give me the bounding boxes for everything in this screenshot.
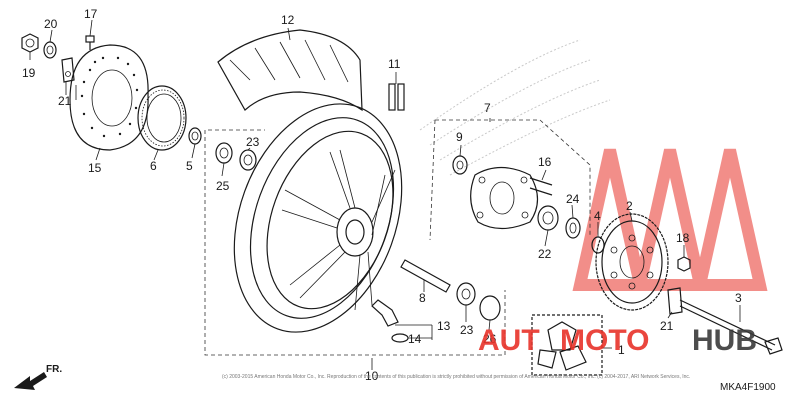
callout-7: 7 (484, 101, 491, 115)
callout-3: 3 (735, 291, 742, 305)
rear-wheel (233, 103, 403, 333)
nut-19 (21, 33, 39, 53)
callout-24: 24 (566, 192, 580, 206)
callout-10: 10 (365, 369, 379, 383)
valve-13 (371, 299, 399, 327)
callout-18: 18 (676, 231, 690, 245)
bearing-25 (215, 142, 233, 164)
hub-assembly-box (435, 119, 591, 235)
callout-8: 8 (419, 291, 426, 305)
tire (217, 29, 363, 112)
seal-9 (452, 155, 468, 175)
callout-12: 12 (281, 13, 295, 27)
callout-23-lower: 23 (460, 323, 474, 337)
callout-labels: 1 2 3 4 5 6 7 8 9 10 11 12 13 14 15 16 1… (22, 7, 742, 383)
callout-6: 6 (150, 159, 157, 173)
callout-19: 19 (22, 66, 36, 80)
front-direction-arrow: FR. (14, 364, 62, 390)
watermark-text-middle: MOTO (560, 324, 649, 357)
watermark-text-left: AUT (478, 324, 540, 357)
driven-flange-hub (470, 166, 539, 230)
callout-5: 5 (186, 159, 193, 173)
callout-25: 25 (216, 179, 230, 193)
leader-lines (29, 19, 741, 370)
rear-axle-3 (679, 299, 783, 355)
pulser-ring (137, 85, 187, 151)
callout-2: 2 (626, 199, 633, 213)
bracket-21 (61, 57, 75, 83)
bearing-23-upper (239, 149, 257, 171)
callout-26: 26 (483, 332, 497, 346)
bearing-23-lower (456, 282, 476, 306)
collar-5 (188, 127, 202, 145)
callout-21-left: 21 (58, 94, 72, 108)
direction-label: FR. (46, 364, 62, 375)
wing-logo-background (419, 39, 611, 176)
watermark-logo: AUT MOTO HUB (478, 324, 757, 357)
callout-16: 16 (538, 155, 552, 169)
watermark-triangle (572, 148, 768, 291)
clip-11 (388, 83, 405, 111)
brake-disc (69, 44, 149, 151)
diagram-code: MKA4F1900 (720, 382, 776, 393)
watermark-text-right: HUB (692, 324, 757, 357)
bracket-21-right (667, 287, 683, 315)
callout-21-right: 21 (660, 319, 674, 333)
bolt-17 (85, 35, 95, 50)
damper-rubbers-1 (531, 314, 603, 376)
callout-17: 17 (84, 7, 98, 21)
callout-11: 11 (388, 57, 401, 71)
callout-14: 14 (408, 332, 422, 346)
valve-grommet-14 (391, 333, 409, 343)
oring-26 (479, 295, 501, 321)
callout-1: 1 (618, 343, 625, 357)
callout-20: 20 (44, 17, 58, 31)
nut-18 (677, 256, 691, 272)
wheel-assembly-box (204, 130, 506, 356)
callout-4: 4 (594, 209, 601, 223)
callout-13: 13 (437, 319, 451, 333)
callout-23-upper: 23 (246, 135, 260, 149)
washer-20 (43, 41, 57, 59)
stud-bolts-16 (529, 177, 553, 196)
callout-22: 22 (538, 247, 552, 261)
callout-9: 9 (456, 130, 463, 144)
copyright-line: (c) 2003-2015 American Honda Motor Co., … (222, 374, 690, 380)
callout-15: 15 (88, 161, 102, 175)
bearing-22 (537, 205, 559, 231)
seal-24 (565, 217, 581, 239)
spacer-8 (400, 259, 451, 293)
